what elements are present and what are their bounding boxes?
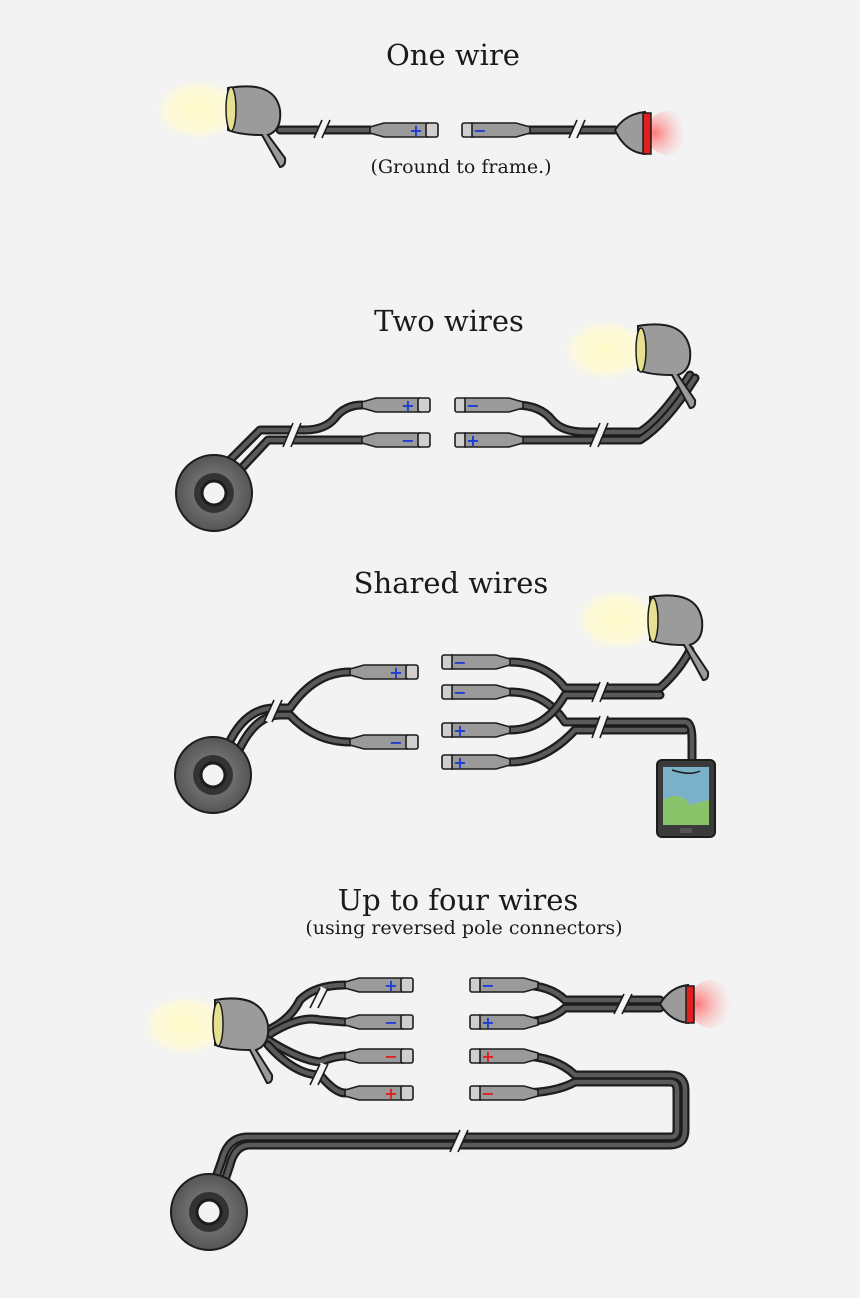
hub-dynamo-icon (170, 1173, 248, 1251)
polarity-label: − (481, 1084, 494, 1103)
wire-bundle (223, 645, 697, 767)
diagram-four-wires (143, 980, 736, 1251)
wire-break-mark (449, 1128, 469, 1154)
headlight-icon (564, 320, 697, 410)
connector-male-plus: + (344, 1084, 414, 1103)
diagram-shared-wires (174, 590, 716, 838)
polarity-label: − (401, 431, 414, 450)
section-title-shared-wires: Shared wires (354, 566, 549, 600)
connector-female-plus: + (441, 753, 511, 772)
wire-break-mark (589, 421, 609, 449)
gps-device-icon (656, 759, 716, 838)
connector-male-minus: − (349, 733, 419, 752)
diagram-two-wires (175, 320, 700, 532)
wire-break-mark (591, 714, 609, 740)
connector-female-minus: − (461, 121, 531, 140)
connector-male-plus: + (344, 976, 414, 995)
connector-male-plus: + (369, 121, 439, 140)
connector-male-minus: − (344, 1047, 414, 1066)
hub-dynamo-icon (175, 454, 253, 532)
polarity-label: + (481, 1047, 494, 1066)
taillight-icon (658, 980, 736, 1028)
wire-break-mark (309, 986, 329, 1010)
connector-female-minus: − (469, 976, 539, 995)
connector-female-minus: − (441, 653, 511, 672)
connector-female-plus: + (469, 1047, 539, 1066)
polarity-label: + (389, 663, 402, 682)
hub-dynamo-icon (174, 736, 252, 814)
wire-break-mark (263, 698, 283, 724)
polarity-label: + (409, 121, 422, 140)
polarity-label: − (453, 683, 466, 702)
polarity-label: + (453, 753, 466, 772)
connector-male-minus: − (344, 1013, 414, 1032)
wire-break-mark (568, 118, 586, 140)
diagram-one-wire (156, 80, 690, 169)
connector-male-plus: + (349, 663, 419, 682)
headlight-icon (156, 80, 287, 169)
connector-female-minus: − (441, 683, 511, 702)
section-subtitle-four-wires: (using reversed pole connectors) (305, 917, 622, 939)
section-title-two-wires: Two wires (374, 304, 524, 338)
section-title-one-wire: One wire (386, 38, 520, 72)
connector-female-plus: + (469, 1013, 539, 1032)
connector-female-minus: − (469, 1084, 539, 1103)
headlight-icon (576, 590, 710, 682)
wire-break-mark (613, 992, 633, 1016)
polarity-label: − (384, 1047, 397, 1066)
polarity-label: − (453, 653, 466, 672)
section-subtitle-one-wire: (Ground to frame.) (370, 156, 551, 178)
polarity-label: − (384, 1013, 397, 1032)
wire-break-mark (282, 421, 302, 449)
polarity-label: − (481, 976, 494, 995)
polarity-label: + (401, 396, 414, 415)
connectors: + − + − − + + − − − + + + − − + − + + − (344, 121, 539, 1103)
polarity-label: − (473, 121, 486, 140)
connector-female-plus: + (454, 431, 524, 450)
polarity-label: − (389, 733, 402, 752)
connector-female-plus: + (441, 721, 511, 740)
connector-male-minus: − (361, 431, 431, 450)
wire-break-mark (591, 680, 609, 704)
wire-break-mark (309, 1062, 329, 1087)
polarity-label: + (453, 721, 466, 740)
connector-female-minus: − (454, 396, 524, 415)
wire-bundle (223, 370, 700, 475)
taillight-icon (613, 110, 690, 156)
section-title-four-wires: Up to four wires (338, 883, 579, 917)
polarity-label: − (466, 396, 479, 415)
polarity-label: + (384, 976, 397, 995)
polarity-label: + (466, 431, 479, 450)
polarity-label: + (481, 1013, 494, 1032)
connector-male-plus: + (361, 396, 431, 415)
headlight-icon (143, 995, 274, 1085)
wire-break-mark (313, 118, 331, 140)
polarity-label: + (384, 1084, 397, 1103)
